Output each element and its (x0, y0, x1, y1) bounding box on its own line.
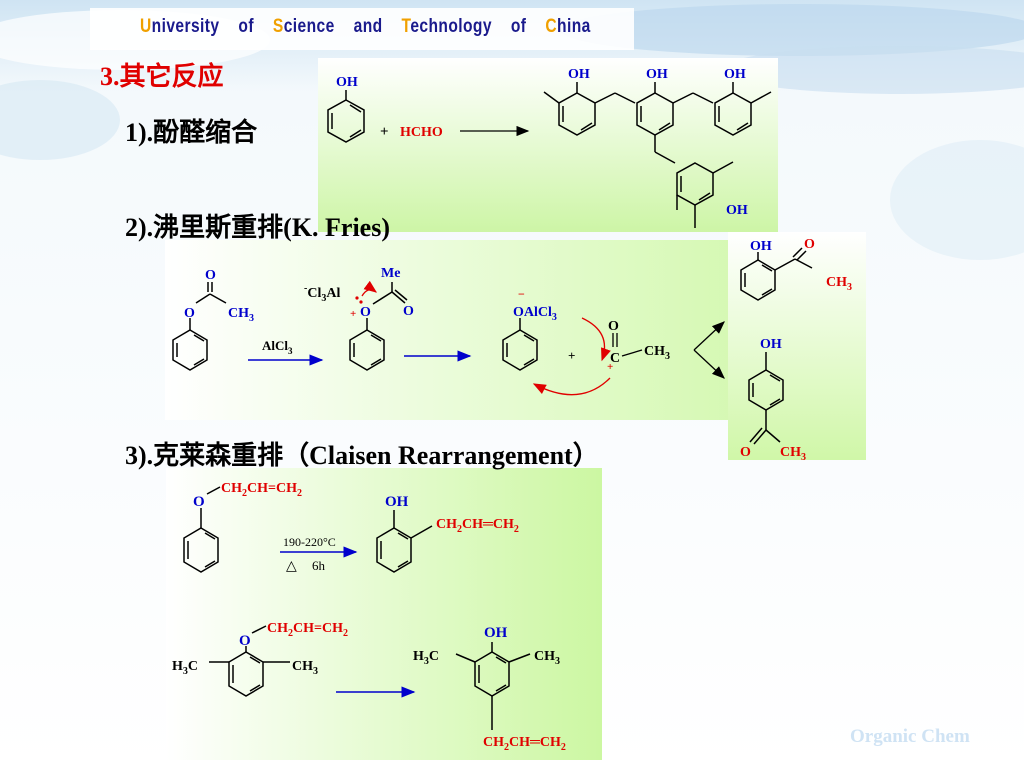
heading-phenol-formaldehyde: 1).酚醛缩合 (125, 118, 258, 147)
acylium-plus: + (607, 361, 613, 373)
ring-attack-arrow (532, 377, 611, 396)
university-word: Technology (402, 16, 492, 37)
resin-oh-3: OH (724, 67, 746, 82)
methyl-left-2: H3C (413, 649, 439, 667)
watermark: Organic Chem (850, 726, 970, 747)
phenyl-acetate-molecule (172, 282, 227, 371)
acylium-transfer-arrow (581, 317, 611, 362)
allyl-phenyl-ether (183, 486, 221, 573)
electron-push-arrow (361, 280, 378, 297)
para-oh: OH (760, 337, 782, 352)
acetate-ch3: CH3 (228, 306, 254, 324)
university-word: and (354, 16, 383, 37)
claisen-time: 6h (312, 558, 326, 573)
acylium-c: C (610, 351, 620, 366)
para-carbonyl-o: O (740, 445, 751, 460)
phenoxide-alcl3-molecule (502, 318, 538, 371)
phenol-formaldehyde-panel (318, 58, 778, 232)
ortho-allylphenol (376, 510, 433, 573)
university-word-capital: T (401, 16, 411, 37)
para-allyl-dimethylphenol (455, 642, 531, 730)
university-word: University (140, 16, 219, 37)
lone-pair-dot-2 (359, 300, 363, 304)
phenol-oh-label: OH (336, 75, 358, 90)
ether-o-2: O (239, 633, 251, 649)
university-word-rest: echnology (410, 16, 492, 37)
phenol-molecule (327, 90, 365, 143)
methyl-right-1: CH3 (292, 659, 318, 677)
alcl3-catalyst: AlCl3 (262, 338, 293, 356)
allyl-group-2: CH2CH═CH2 (436, 517, 519, 535)
plus-sign: + (380, 124, 389, 140)
fries-complex-molecule (349, 282, 408, 371)
product-oh: OH (484, 625, 508, 641)
university-word-capital: U (140, 16, 152, 37)
complex-carbonyl-o: O (403, 304, 414, 319)
allyl-group-4: CH2CH═CH2 (483, 735, 566, 753)
university-word-rest: cience (283, 16, 335, 37)
oalcl3-label: OAlCl3 (513, 305, 557, 323)
ortho-hydroxyacetophenone (740, 247, 813, 301)
section-title: 3.其它反应 (100, 62, 224, 91)
acylium-o: O (608, 319, 619, 334)
dimethyl-allyl-ether (209, 625, 290, 697)
university-word: Science (273, 16, 335, 37)
heading-claisen: 3).克莱森重排（Claisen Rearrangement） (125, 441, 599, 470)
methyl-left-1: H3C (172, 659, 198, 677)
university-word-capital: C (545, 16, 558, 37)
resin-oh-1: OH (568, 67, 590, 82)
cl3al-label: -Cl3Al (304, 283, 340, 304)
university-word-rest: of (238, 16, 254, 37)
university-word-capital: S (272, 16, 284, 37)
university-word-rest: of (510, 16, 527, 37)
allylphenol-oh: OH (385, 494, 409, 510)
university-word: of (238, 16, 254, 37)
allyl-group-1: CH2CH=CH2 (221, 481, 302, 499)
complex-ether-o: O (360, 305, 371, 320)
phenolic-resin-molecule (543, 82, 772, 228)
para-hydroxyacetophenone (748, 352, 784, 445)
university-word: of (511, 16, 527, 37)
product-arrow-ortho (693, 321, 725, 351)
university-word: China (545, 16, 590, 37)
heading-fries: 2).沸里斯重排(K. Fries) (125, 213, 391, 242)
fries-plus: + (568, 348, 575, 363)
allyl-group-3: CH2CH=CH2 (267, 621, 348, 639)
ortho-carbonyl-o: O (804, 237, 815, 252)
university-word-rest: hina (557, 16, 591, 37)
methyl-right-2: CH3 (534, 649, 560, 667)
acetate-ether-o: O (184, 306, 195, 321)
acetate-carbonyl-o: O (205, 268, 216, 283)
header-banner (90, 8, 634, 50)
ortho-ch3: CH3 (826, 275, 852, 293)
resin-oh-2: OH (646, 67, 668, 82)
methyl-me-label: Me (381, 266, 400, 281)
oxonium-plus: + (350, 308, 356, 320)
para-ch3: CH3 (780, 445, 806, 463)
fries-products-panel (728, 232, 866, 460)
university-word-rest: niversity (151, 16, 220, 37)
ether-o-1: O (193, 494, 205, 510)
university-name: University of Science and Technology of … (140, 16, 591, 38)
lone-pair-dot (355, 296, 359, 300)
phenoxide-minus: − (518, 287, 525, 301)
heat-triangle: △ (286, 559, 297, 574)
hcho-reagent: HCHO (400, 125, 443, 140)
ortho-oh: OH (750, 239, 772, 254)
product-arrow-para (693, 349, 725, 379)
resin-oh-4: OH (726, 203, 748, 218)
claisen-panel (166, 468, 602, 760)
claisen-temperature: 190-220°C (283, 535, 336, 549)
university-word-rest: and (353, 16, 383, 37)
acylium-ch3: CH3 (644, 344, 670, 362)
